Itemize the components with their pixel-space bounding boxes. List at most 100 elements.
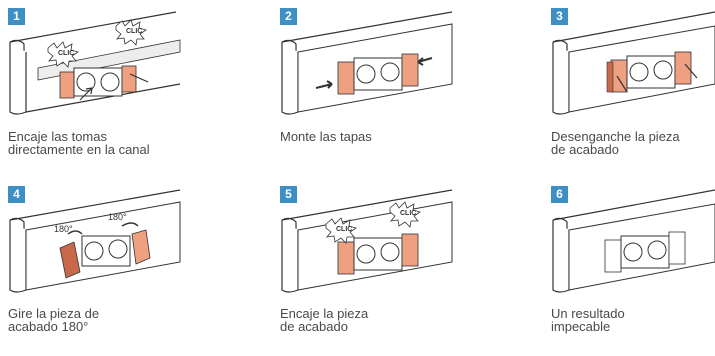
caption-line: Encaje la pieza bbox=[280, 306, 369, 321]
trunking-back-wall bbox=[9, 39, 25, 104]
socket-outlet-left bbox=[629, 62, 649, 82]
trunking-top-edge bbox=[9, 11, 177, 43]
clic-label-right: CLIC bbox=[126, 28, 142, 35]
socket-outlet-right bbox=[108, 239, 128, 259]
socket-outlet-left bbox=[356, 64, 376, 84]
caption-line: directamente en la canal bbox=[8, 142, 150, 157]
clic-burst-left bbox=[47, 41, 79, 68]
trunking-back-wall bbox=[9, 217, 25, 282]
step-caption: Monte las tapas bbox=[280, 130, 372, 143]
step-caption: Un resultado impecable bbox=[551, 307, 625, 333]
clic-burst-right bbox=[115, 19, 147, 46]
step-number-badge: 5 bbox=[280, 186, 297, 203]
step-caption: Desenganche la pieza de acabado bbox=[551, 130, 680, 156]
socket-outlet-right bbox=[653, 60, 673, 80]
push-arrow-icon-2 bbox=[129, 73, 149, 83]
cover-plate-left bbox=[337, 61, 355, 95]
socket-module bbox=[606, 51, 692, 93]
socket-outlet-right bbox=[647, 240, 667, 260]
push-arrow-icon bbox=[79, 87, 93, 101]
caption-line: de acabado bbox=[551, 142, 619, 157]
socket-outlet-left bbox=[84, 241, 104, 261]
trunking-back-wall bbox=[281, 39, 297, 104]
step-number-badge: 2 bbox=[280, 8, 297, 25]
caption-line: de acabado bbox=[280, 319, 348, 334]
finishing-piece-right bbox=[668, 231, 686, 265]
step-caption: Gire la pieza de acabado 180° bbox=[8, 307, 99, 333]
finishing-piece-left-rotating bbox=[59, 241, 81, 279]
trunking-top-edge bbox=[552, 189, 715, 221]
step-3: 3 Desenganche la pieza de acabado bbox=[551, 8, 715, 178]
caption-line: Desenganche la pieza bbox=[551, 129, 680, 144]
trunking-front-face bbox=[9, 42, 27, 115]
step-4-illustration: 180° 180° bbox=[9, 189, 181, 293]
clic-burst-left bbox=[325, 217, 357, 244]
caption-line: impecable bbox=[551, 319, 611, 334]
finishing-piece-left bbox=[604, 239, 622, 273]
step-5: 5 CLIC CLIC Encaje la pieza de acabado bbox=[280, 186, 460, 356]
caption-line: acabado 180° bbox=[8, 319, 89, 334]
socket-outlet-right bbox=[380, 62, 400, 82]
rotation-label-left: 180° bbox=[54, 224, 73, 234]
trunking-front-face bbox=[552, 42, 570, 115]
clic-label-right: CLIC bbox=[400, 210, 416, 217]
arrow-right-icon bbox=[315, 80, 333, 89]
pull-arrow-icon-2 bbox=[684, 63, 698, 79]
finishing-piece-left-back bbox=[606, 61, 614, 93]
trunking-top-edge bbox=[281, 11, 453, 43]
trunking-front-face bbox=[281, 42, 299, 115]
socket-module bbox=[59, 65, 137, 99]
socket-outlet-left bbox=[76, 72, 96, 92]
socket-outlet-left bbox=[623, 242, 643, 262]
socket-module bbox=[59, 229, 151, 279]
step-4: 4 180° 180° Gire la pieza de acabado 180… bbox=[8, 186, 188, 356]
step-number-badge: 1 bbox=[8, 8, 25, 25]
insert-left bbox=[59, 71, 75, 99]
finishing-piece-left bbox=[337, 241, 355, 275]
trunking-back-wall bbox=[552, 39, 568, 104]
finishing-piece-right bbox=[401, 233, 419, 267]
step-3-illustration bbox=[552, 11, 715, 115]
socket-outlet-right bbox=[380, 242, 400, 262]
step-5-illustration: CLIC CLIC bbox=[281, 189, 453, 293]
step-caption: Encaje las tomas directamente en la cana… bbox=[8, 130, 150, 156]
trunking-top-edge bbox=[281, 189, 453, 221]
trunking-front-face bbox=[552, 220, 570, 293]
rotate-arrow-icon bbox=[67, 230, 83, 235]
clic-label-left: CLIC bbox=[58, 50, 74, 57]
trunking-front-face bbox=[281, 220, 299, 293]
step-6: 6 Un resultado impecable bbox=[551, 186, 715, 356]
step-2-illustration bbox=[281, 11, 453, 115]
caption-line: Un resultado bbox=[551, 306, 625, 321]
rotate-arrow-icon-2 bbox=[121, 222, 139, 227]
step-number-badge: 3 bbox=[551, 8, 568, 25]
trunking-top-edge bbox=[9, 189, 181, 221]
finishing-piece-right bbox=[674, 51, 692, 85]
socket-module bbox=[604, 231, 686, 273]
pull-arrow-icon bbox=[616, 75, 628, 93]
caption-line: Gire la pieza de bbox=[8, 306, 100, 321]
caption-line: Encaje las tomas bbox=[8, 129, 107, 144]
socket-outlet-right bbox=[100, 72, 120, 92]
trunking-back-wall bbox=[281, 217, 297, 282]
insert-right bbox=[121, 65, 137, 93]
socket-module bbox=[337, 53, 419, 95]
caption-line: Monte las tapas bbox=[280, 129, 372, 144]
step-1-illustration: CLIC CLIC bbox=[9, 11, 181, 115]
trunking-top-edge bbox=[552, 11, 715, 43]
step-number-badge: 6 bbox=[551, 186, 568, 203]
clic-burst-right bbox=[389, 201, 421, 228]
step-2: 2 Monte las tapas bbox=[280, 8, 460, 178]
socket-module bbox=[337, 233, 419, 275]
trunking-front-face bbox=[9, 220, 27, 293]
clic-label-left: CLIC bbox=[336, 226, 352, 233]
cover-plate-right bbox=[401, 53, 419, 87]
step-1: 1 CLIC CLIC Encaje las tomas directament… bbox=[8, 8, 188, 178]
step-6-illustration bbox=[552, 189, 715, 293]
trunking-back-wall bbox=[552, 217, 568, 282]
finishing-piece-right-rotating bbox=[131, 229, 151, 265]
rotation-label-right: 180° bbox=[108, 212, 127, 222]
step-caption: Encaje la pieza de acabado bbox=[280, 307, 368, 333]
socket-outlet-left bbox=[356, 244, 376, 264]
step-number-badge: 4 bbox=[8, 186, 25, 203]
